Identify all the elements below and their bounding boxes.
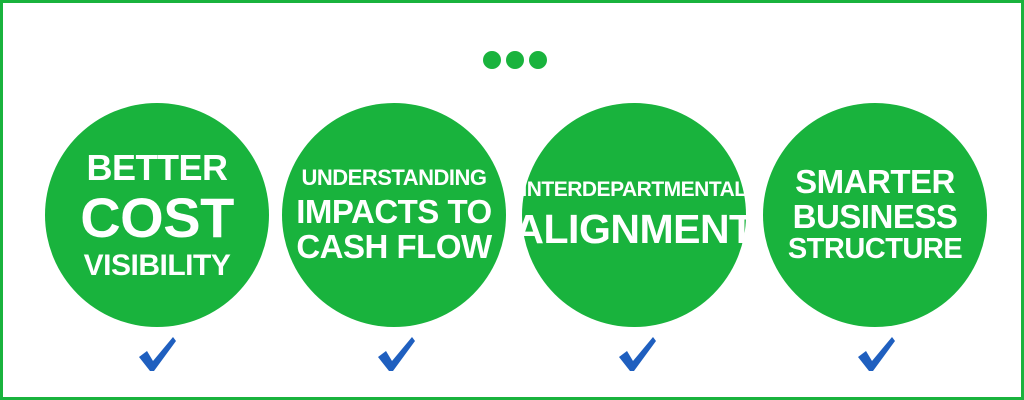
benefit-circle-business-structure: SMARTER BUSINESS STRUCTURE: [763, 103, 987, 327]
benefit-text: UNDERSTANDING: [301, 164, 487, 190]
checkmark-icon: [858, 337, 895, 371]
benefit-text: INTERDEPARTMENTAL: [521, 178, 747, 202]
benefit-text: IMPACTS TO: [296, 192, 492, 230]
benefit-circle-cash-flow: UNDERSTANDING IMPACTS TO CASH FLOW: [282, 103, 506, 327]
benefit-text: STRUCTURE: [787, 233, 963, 266]
benefit-circle-cost-visibility: BETTER COST VISIBILITY: [45, 103, 269, 327]
checkmark-icon: [619, 337, 656, 371]
ellipsis-icon: [483, 51, 547, 69]
benefit-text: BETTER: [86, 146, 229, 188]
checkmark-icon: [139, 337, 176, 371]
checkmark-icon: [378, 337, 415, 371]
benefit-text: BUSINESS: [792, 197, 958, 235]
benefit-text: CASH FLOW: [296, 227, 492, 265]
benefit-text: SMARTER: [795, 163, 955, 201]
benefit-text: COST: [80, 185, 234, 249]
dot-icon: [506, 51, 524, 69]
dot-icon: [529, 51, 547, 69]
dot-icon: [483, 51, 501, 69]
benefit-circle-alignment: INTERDEPARTMENTAL ALIGNMENT: [514, 103, 754, 327]
benefit-text: ALIGNMENT: [514, 205, 754, 252]
benefit-text: VISIBILITY: [83, 248, 231, 282]
